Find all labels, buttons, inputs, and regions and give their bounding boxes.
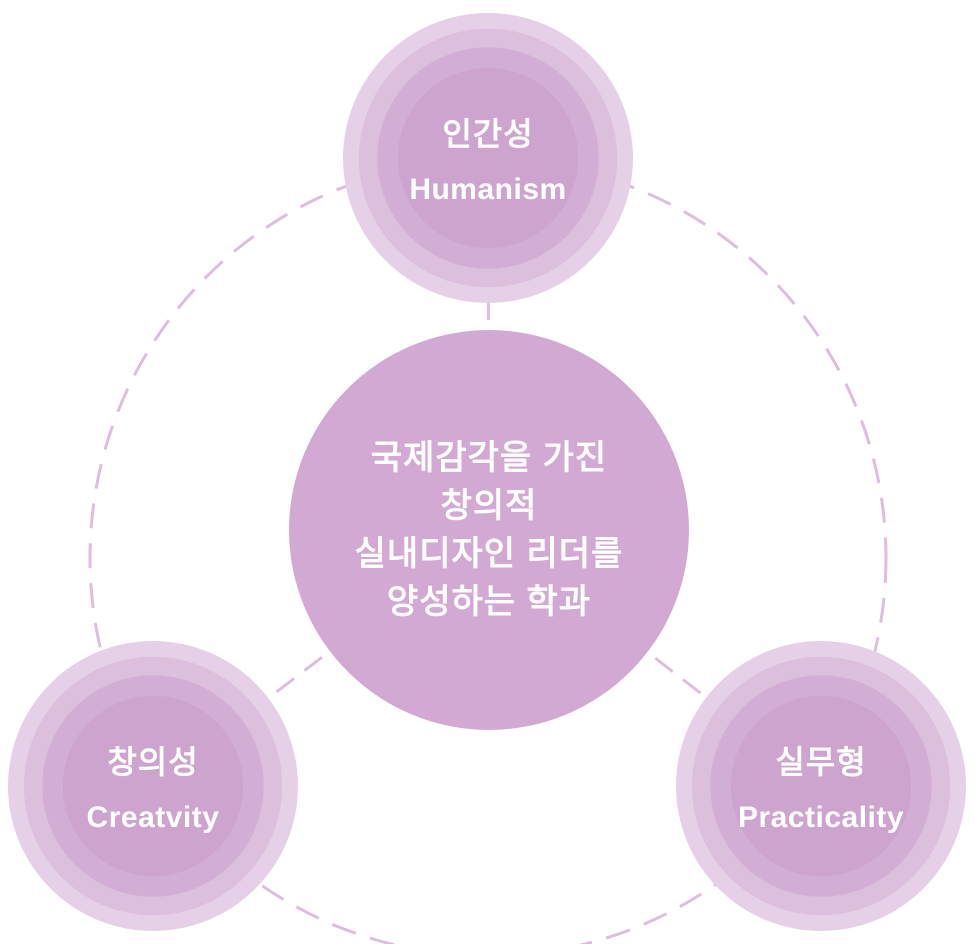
- center-circle: 국제감각을 가진 창의적 실내디자인 리더를 양성하는 학과: [289, 330, 689, 730]
- node-humanism-label-ko: 인간성: [442, 116, 534, 152]
- node-creativity: 창의성 Creatvity: [8, 641, 298, 931]
- node-humanism: 인간성 Humanism: [343, 13, 633, 303]
- node-practicality: 실무형 Practicality: [676, 641, 966, 931]
- center-text-line-3: 실내디자인 리더를: [354, 535, 624, 573]
- dashed-ring: [88, 158, 888, 944]
- node-creativity-label-en: Creatvity: [86, 801, 220, 834]
- center-text-line-2: 창의적: [440, 487, 538, 525]
- node-creativity-label-ko: 창의성: [107, 744, 199, 780]
- node-practicality-label-ko: 실무형: [775, 744, 867, 780]
- node-practicality-label-en: Practicality: [737, 801, 905, 834]
- node-humanism-label-en: Humanism: [409, 173, 567, 206]
- center-text-line-4: 양성하는 학과: [386, 583, 592, 621]
- center-text-line-1: 국제감각을 가진: [370, 439, 608, 477]
